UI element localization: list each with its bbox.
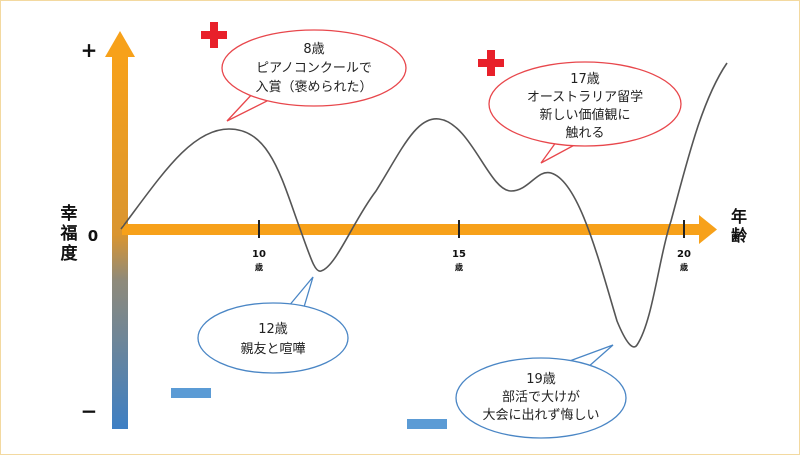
x-axis-title-char-2: 齢	[731, 226, 748, 245]
positive-marker-1	[201, 22, 227, 48]
happiness-axis-arrowhead	[105, 31, 135, 57]
happiness-curve	[120, 62, 728, 348]
y-axis-title-char-1: 幸	[61, 203, 78, 224]
event-bubble-age-17: 17歳 オーストラリア留学 新しい価値観に 触れる	[488, 61, 682, 164]
event-bubble-age-8: 8歳 ピアノコンクールで 入賞（褒められた）	[221, 29, 407, 122]
x-axis-title-char-1: 年	[731, 207, 747, 226]
event-age-8: 8歳	[303, 42, 324, 57]
event-text-17-line3: 触れる	[565, 126, 604, 141]
event-bubble-age-19: 19歳 部活で大けが 大会に出れず悔しい	[455, 344, 627, 439]
y-axis-title-char-2: 福	[60, 223, 78, 244]
event-age-17: 17歳	[570, 72, 600, 87]
y-axis-title-char-3: 度	[61, 243, 79, 264]
age-axis-bar	[122, 224, 700, 235]
event-text-12-line1: 親友と喧嘩	[240, 341, 305, 357]
negative-marker-1	[171, 388, 211, 398]
negative-marker-2	[407, 419, 447, 429]
y-axis-zero-label: 0	[88, 227, 98, 245]
event-text-8-line2: 入賞（褒められた）	[255, 80, 372, 95]
event-bubble-age-12: 12歳 親友と喧嘩	[197, 276, 349, 374]
event-text-17-line2: 新しい価値観に	[539, 107, 630, 123]
happiness-axis-bar	[112, 56, 128, 429]
tick-label-20: 20	[677, 249, 691, 260]
event-age-12: 12歳	[258, 322, 288, 337]
event-text-19-line1: 部活で大けが	[502, 390, 580, 405]
tick-label-10: 10	[252, 249, 266, 260]
event-text-8-line1: ピアノコンクールで	[256, 61, 372, 76]
event-text-17-line1: オーストラリア留学	[527, 89, 643, 105]
y-axis-minus-label: −	[81, 399, 98, 423]
tick-unit-10: 歳	[255, 262, 263, 272]
tick-unit-15: 歳	[455, 262, 463, 272]
tick-label-15: 15	[452, 249, 466, 260]
tick-unit-20: 歳	[680, 262, 688, 272]
age-axis-arrowhead	[699, 215, 717, 244]
y-axis-plus-label: +	[81, 38, 98, 62]
positive-marker-2	[478, 50, 504, 76]
event-text-19-line2: 大会に出れず悔しい	[482, 408, 599, 423]
event-age-19: 19歳	[526, 372, 556, 387]
